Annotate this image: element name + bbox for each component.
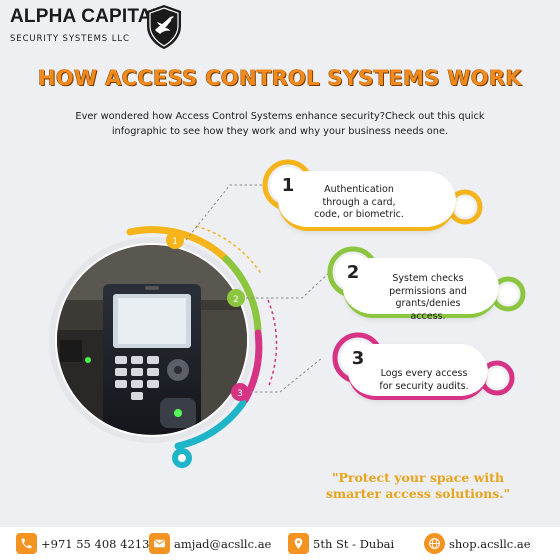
footer-address: 5th St - Dubai	[288, 533, 394, 554]
address-text: 5th St - Dubai	[313, 536, 395, 551]
phone-icon	[16, 533, 37, 554]
footer-website[interactable]: shop.acsllc.ae	[424, 533, 531, 554]
shield-eagle-logo-icon	[147, 5, 181, 49]
access-control-diagram: 1 2 3	[49, 159, 526, 468]
step-3-number: 3	[340, 340, 376, 376]
connector-lines	[185, 184, 331, 393]
contact-footer: +971 55 408 4213 amjad@acsllc.ae 5th St …	[0, 527, 560, 560]
brand-subtitle: SECURITY SYSTEMS LLC	[10, 34, 130, 44]
svg-text:3: 3	[237, 389, 243, 399]
step-1-text: Authentication through a card, code, or …	[314, 184, 404, 220]
globe-icon	[424, 533, 445, 554]
website-text: shop.acsllc.ae	[449, 536, 531, 551]
location-pin-icon	[288, 533, 309, 554]
step-2-text: System checks permissions and grants/den…	[389, 273, 467, 322]
brand-name: ALPHA CAPITAL	[10, 6, 164, 27]
wheel-marker-3: 3	[231, 383, 249, 401]
intro-text: Ever wondered how Access Control Systems…	[75, 111, 485, 137]
svg-text:2: 2	[233, 295, 239, 305]
phone-text: +971 55 408 4213	[41, 536, 150, 551]
tagline-quote: "Protect your space with smarter access …	[325, 470, 511, 501]
wheel-marker-1: 1	[166, 231, 184, 249]
step-1-number: 1	[270, 167, 306, 203]
header: ALPHA CAPITAL SECURITY SYSTEMS LLC	[0, 0, 560, 60]
email-icon	[149, 533, 170, 554]
step-2-number: 2	[335, 254, 371, 290]
footer-phone[interactable]: +971 55 408 4213	[16, 533, 149, 554]
page-title: HOW ACCESS CONTROL SYSTEMS WORK	[37, 66, 523, 90]
svg-text:1: 1	[172, 237, 178, 247]
wheel-pin-icon	[172, 448, 192, 468]
footer-email[interactable]: amjad@acsllc.ae	[149, 533, 271, 554]
step-3-text: Logs every access for security audits.	[379, 368, 469, 392]
wheel-marker-2: 2	[227, 289, 245, 307]
step-1-card	[278, 171, 456, 231]
email-text: amjad@acsllc.ae	[174, 536, 272, 551]
